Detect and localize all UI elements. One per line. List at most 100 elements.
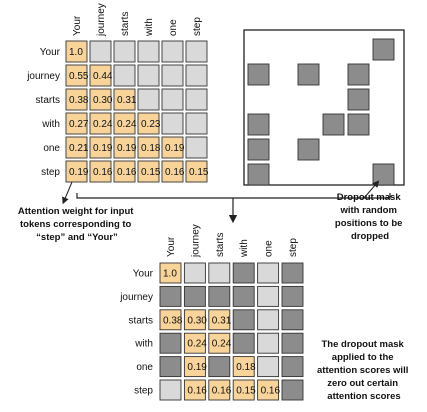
mask-dropped-cell xyxy=(372,163,395,186)
caption-attention-weight-line: “step” and “Your” xyxy=(36,232,118,243)
cell-value: 0.23 xyxy=(141,119,161,130)
cell-value: 0.16 xyxy=(117,167,137,178)
dropout-mask-pointer xyxy=(363,180,380,199)
matrix-cell xyxy=(185,64,208,87)
matrix-cell xyxy=(65,112,88,135)
cell-value: 0.15 xyxy=(189,167,209,178)
matrix-cell xyxy=(159,285,182,307)
cell-value: 1.0 xyxy=(69,47,83,58)
column-label-with: with xyxy=(239,239,250,258)
matrix-cell xyxy=(159,262,182,284)
attention-weight-pointer xyxy=(62,181,73,205)
matrix-cell xyxy=(113,160,136,183)
matrix-cell xyxy=(232,309,255,331)
caption-dropout-result-line: The dropout mask xyxy=(322,339,405,350)
column-label-Your: Your xyxy=(166,236,177,257)
row-label-starts: starts xyxy=(129,315,153,326)
cell-value: 0.21 xyxy=(69,143,89,154)
column-label-journey: journey xyxy=(190,224,201,258)
matrix-cell xyxy=(137,160,160,183)
matrix-cell xyxy=(257,332,280,354)
caption-dropout-result: The dropout mask applied to the attentio… xyxy=(317,339,411,402)
mask-dropped-cell xyxy=(247,163,270,186)
mask-dropped-cell xyxy=(297,138,320,161)
cell-value: 0.24 xyxy=(93,119,113,130)
column-label-starts: starts xyxy=(215,233,226,257)
matrix-cell xyxy=(281,309,304,331)
matrix-cell xyxy=(159,356,182,378)
matrix-cell xyxy=(159,332,182,354)
matrix-cell xyxy=(208,309,231,331)
matrix-cell xyxy=(89,64,112,87)
matrix-cell xyxy=(208,285,231,307)
cell-value: 0.55 xyxy=(69,71,89,82)
caption-dropout-result-line: attention scores xyxy=(327,391,400,402)
caption-dropout-mask: Dropout mask with random positions to be… xyxy=(335,192,405,242)
caption-dropout-result-line: attention scores will xyxy=(317,365,408,376)
matrix-cell xyxy=(65,88,88,111)
matrix-cell xyxy=(113,88,136,111)
dropout-mask xyxy=(243,29,405,186)
mask-dropped-cell xyxy=(247,63,270,86)
matrix-cell xyxy=(281,262,304,284)
matrix-cell xyxy=(232,285,255,307)
cell-value: 0.30 xyxy=(93,95,113,106)
cell-value: 0.44 xyxy=(93,71,113,82)
cell-value: 0.15 xyxy=(236,386,256,397)
matrix-cell xyxy=(185,112,208,135)
matrix-cell xyxy=(113,136,136,159)
matrix-cell xyxy=(183,356,206,378)
cell-value: 0.16 xyxy=(261,386,281,397)
caption-dropout-mask-line: Dropout mask xyxy=(337,192,402,203)
matrix-cell xyxy=(257,356,280,378)
caption-dropout-result-line: zero out certain xyxy=(327,378,398,389)
column-label-one: one xyxy=(264,240,275,257)
cell-value: 0.38 xyxy=(69,95,89,106)
matrix-cell xyxy=(159,309,182,331)
matrix-cell xyxy=(137,40,160,63)
matrix-cell xyxy=(161,64,184,87)
mask-dropped-cell xyxy=(347,113,370,136)
caption-dropout-mask-line: dropped xyxy=(351,231,389,242)
cell-value: 0.30 xyxy=(187,315,207,326)
cell-value: 0.38 xyxy=(163,315,183,326)
matrix-cell xyxy=(161,40,184,63)
matrix-cell xyxy=(208,356,231,378)
caption-dropout-mask-line: positions to be xyxy=(335,218,403,229)
cell-value: 0.16 xyxy=(212,386,232,397)
row-label-Your: Your xyxy=(40,47,61,58)
matrix-cell xyxy=(65,64,88,87)
caption-attention-weight-line: tokens corresponding to xyxy=(20,219,132,230)
matrix-cell xyxy=(161,160,184,183)
cell-value: 1.0 xyxy=(163,269,177,280)
matrix-cell xyxy=(281,332,304,354)
matrix-cell xyxy=(183,285,206,307)
cell-value: 0.19 xyxy=(117,143,137,154)
matrix-cell xyxy=(232,262,255,284)
column-label-with: with xyxy=(144,18,155,37)
matrix-cell xyxy=(113,64,136,87)
matrix-cell xyxy=(65,40,88,63)
row-label-step: step xyxy=(41,167,60,178)
row-label-journey: journey xyxy=(26,71,60,82)
matrix-cell xyxy=(89,136,112,159)
matrix-cell xyxy=(208,332,231,354)
row-label-one: one xyxy=(43,143,60,154)
matrix-cell xyxy=(232,379,255,401)
matrix-cell xyxy=(113,40,136,63)
matrix-cell xyxy=(89,88,112,111)
matrix-cell xyxy=(137,88,160,111)
cell-value: 0.18 xyxy=(141,143,161,154)
mask-dropped-cell xyxy=(297,63,320,86)
matrix-cell xyxy=(89,40,112,63)
matrix-cell xyxy=(137,112,160,135)
column-label-journey: journey xyxy=(96,3,107,37)
matrix-cell xyxy=(161,136,184,159)
cell-value: 0.19 xyxy=(187,362,207,373)
caption-attention-weight: Attention weight for input tokens corres… xyxy=(18,206,136,243)
row-label-with: with xyxy=(134,339,153,350)
cell-value: 0.24 xyxy=(212,339,232,350)
matrix-cell xyxy=(89,112,112,135)
matrix-cell xyxy=(183,379,206,401)
